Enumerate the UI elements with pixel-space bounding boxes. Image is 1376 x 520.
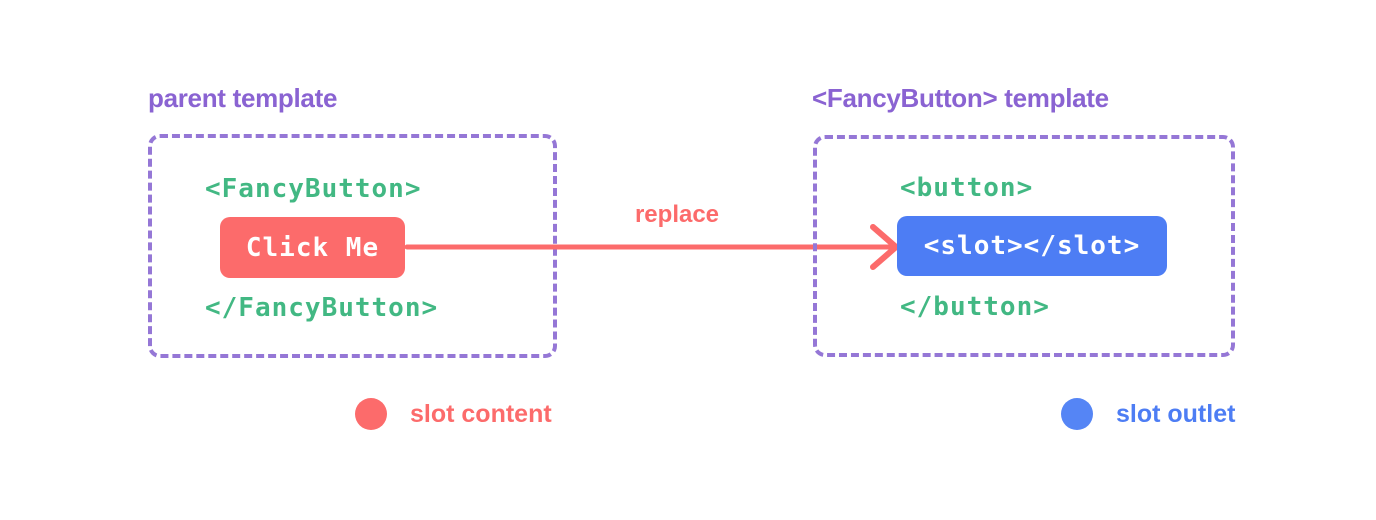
legend-slot-outlet-label: slot outlet [1116,399,1236,428]
slot-content-dot-icon [355,398,387,430]
replace-arrow [405,224,899,270]
click-me-button-illustration: Click Me [220,217,405,278]
parent-code-open-tag: <FancyButton> [205,174,422,204]
parent-template-title: parent template [148,83,338,113]
fancybutton-template-title: <FancyButton> template [812,83,1109,113]
parent-code-close-tag: </FancyButton> [205,293,439,323]
button-code-open-tag: <button> [900,173,1034,203]
legend-slot-content: slot content [355,398,552,430]
legend-slot-content-label: slot content [410,399,552,428]
replace-label: replace [634,201,720,228]
slot-outlet-illustration: <slot></slot> [897,216,1167,276]
fancybutton-template-box [813,135,1235,357]
button-code-close-tag: </button> [900,292,1050,322]
slot-outlet-dot-icon [1061,398,1093,430]
legend-slot-outlet: slot outlet [1061,398,1235,430]
